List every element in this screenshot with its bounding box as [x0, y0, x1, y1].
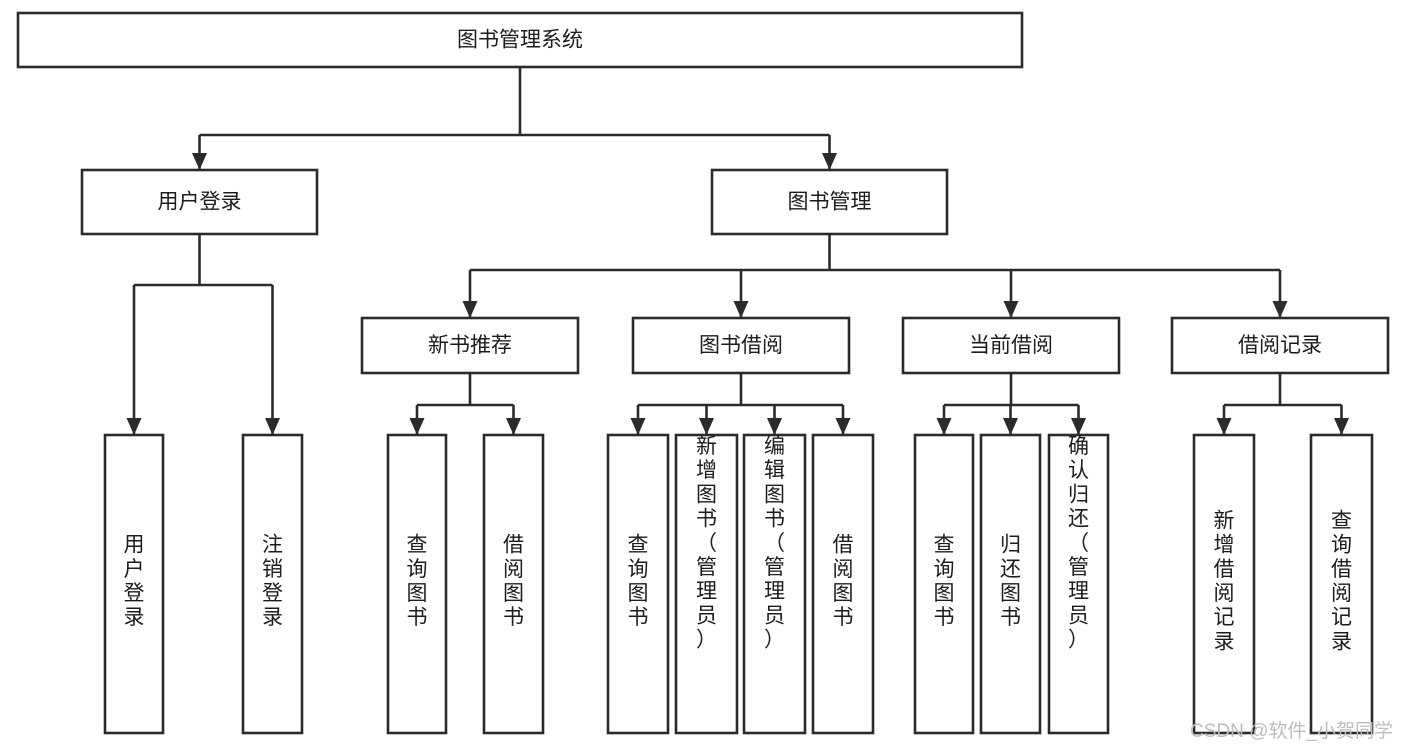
node-leaf-user-login[interactable]: 用户登录 [103, 433, 165, 735]
node-box-leaf-query-book-2 [606, 433, 670, 735]
node-label-leaf-borrow-book-2: 借阅图书 [833, 534, 854, 630]
arrowhead-leaf-add-book [699, 418, 714, 435]
node-box-leaf-borrow-book-2 [811, 433, 875, 735]
node-leaf-edit-book[interactable]: 编辑图书（管理员） [742, 433, 807, 735]
arrowhead-current-borrow [1003, 301, 1019, 318]
node-box-leaf-logout [241, 433, 304, 735]
node-leaf-add-record[interactable]: 新增借阅记录 [1192, 433, 1256, 735]
node-label-current-borrow: 当前借阅 [969, 334, 1053, 357]
node-user-login[interactable]: 用户登录 [80, 168, 319, 236]
arrowhead-leaf-query-book-1 [409, 418, 425, 435]
node-box-leaf-edit-book [742, 433, 807, 735]
node-leaf-borrow-book-2[interactable]: 借阅图书 [811, 433, 875, 735]
node-label-leaf-query-book-2: 查询图书 [628, 534, 649, 630]
arrowhead-book-borrow [733, 301, 749, 318]
node-label-leaf-edit-book: 编辑图书（管理员） [764, 435, 785, 652]
node-box-root [16, 11, 1024, 69]
node-leaf-return-book[interactable]: 归还图书 [979, 433, 1042, 735]
arrowhead-borrow-record [1272, 301, 1288, 318]
node-label-borrow-record: 借阅记录 [1238, 334, 1322, 357]
node-box-leaf-query-book-3 [913, 433, 975, 735]
node-box-new-book-rec [360, 316, 580, 375]
node-leaf-confirm-return[interactable]: 确认归还（管理员） [1047, 433, 1110, 735]
node-label-leaf-logout: 注销登录 [262, 534, 283, 630]
node-leaf-borrow-book-1[interactable]: 借阅图书 [482, 433, 545, 735]
node-box-leaf-user-login [103, 433, 165, 735]
node-leaf-query-book-1[interactable]: 查询图书 [386, 433, 448, 735]
node-label-root: 图书管理系统 [457, 29, 583, 52]
arrowhead-leaf-query-book-3 [936, 418, 952, 435]
arrowhead-leaf-query-book-2 [630, 418, 646, 435]
arrowhead-book-manage [822, 153, 837, 170]
node-label-leaf-return-book: 归还图书 [1000, 534, 1021, 630]
arrowhead-user-login [192, 153, 207, 170]
node-label-leaf-confirm-return: 确认归还（管理员） [1068, 435, 1089, 652]
node-label-leaf-add-record: 新增借阅记录 [1214, 509, 1235, 653]
arrowhead-leaf-return-book [1003, 418, 1018, 435]
node-label-user-login: 用户登录 [158, 191, 242, 214]
arrowhead-leaf-logout [265, 418, 280, 435]
node-label-leaf-add-book: 新增图书（管理员） [696, 435, 717, 652]
node-box-leaf-add-record [1192, 433, 1256, 735]
node-leaf-query-book-2[interactable]: 查询图书 [606, 433, 670, 735]
node-box-leaf-borrow-book-1 [482, 433, 545, 735]
node-leaf-query-record[interactable]: 查询借阅记录 [1309, 433, 1374, 735]
arrowhead-leaf-borrow-book-2 [835, 418, 851, 435]
node-label-book-borrow: 图书借阅 [699, 334, 783, 357]
node-current-borrow[interactable]: 当前借阅 [901, 316, 1121, 375]
node-label-leaf-user-login: 用户登录 [124, 534, 145, 630]
node-box-leaf-confirm-return [1047, 433, 1110, 735]
node-box-leaf-query-book-1 [386, 433, 448, 735]
arrowhead-leaf-borrow-book-1 [506, 418, 521, 435]
node-box-leaf-query-record [1309, 433, 1374, 735]
node-new-book-rec[interactable]: 新书推荐 [360, 316, 580, 375]
node-layer: 图书管理系统用户登录图书管理新书推荐图书借阅当前借阅借阅记录用户登录注销登录查询… [16, 11, 1390, 735]
node-label-leaf-query-book-3: 查询图书 [934, 534, 955, 630]
node-box-current-borrow [901, 316, 1121, 375]
arrowhead-leaf-confirm-return [1071, 418, 1086, 435]
node-label-leaf-query-record: 查询借阅记录 [1331, 509, 1352, 653]
node-box-leaf-return-book [979, 433, 1042, 735]
arrowhead-leaf-user-login [126, 418, 142, 435]
arrowhead-leaf-edit-book [767, 418, 782, 435]
node-label-book-manage: 图书管理 [788, 191, 872, 214]
node-box-book-borrow [631, 316, 851, 375]
node-box-book-manage [710, 168, 949, 236]
node-root[interactable]: 图书管理系统 [16, 11, 1024, 69]
node-leaf-logout[interactable]: 注销登录 [241, 433, 304, 735]
node-label-leaf-borrow-book-1: 借阅图书 [503, 534, 524, 630]
arrowhead-leaf-add-record [1216, 418, 1232, 435]
node-box-leaf-add-book [674, 433, 739, 735]
node-box-user-login [80, 168, 319, 236]
node-label-new-book-rec: 新书推荐 [428, 334, 512, 357]
node-book-borrow[interactable]: 图书借阅 [631, 316, 851, 375]
node-box-borrow-record [1170, 316, 1390, 375]
connector-layer [126, 67, 1349, 435]
node-leaf-add-book[interactable]: 新增图书（管理员） [674, 433, 739, 735]
node-borrow-record[interactable]: 借阅记录 [1170, 316, 1390, 375]
arrowhead-leaf-query-record [1334, 418, 1349, 435]
arrowhead-new-book-rec [462, 301, 478, 318]
node-book-manage[interactable]: 图书管理 [710, 168, 949, 236]
node-label-leaf-query-book-1: 查询图书 [407, 534, 428, 630]
node-leaf-query-book-3[interactable]: 查询图书 [913, 433, 975, 735]
